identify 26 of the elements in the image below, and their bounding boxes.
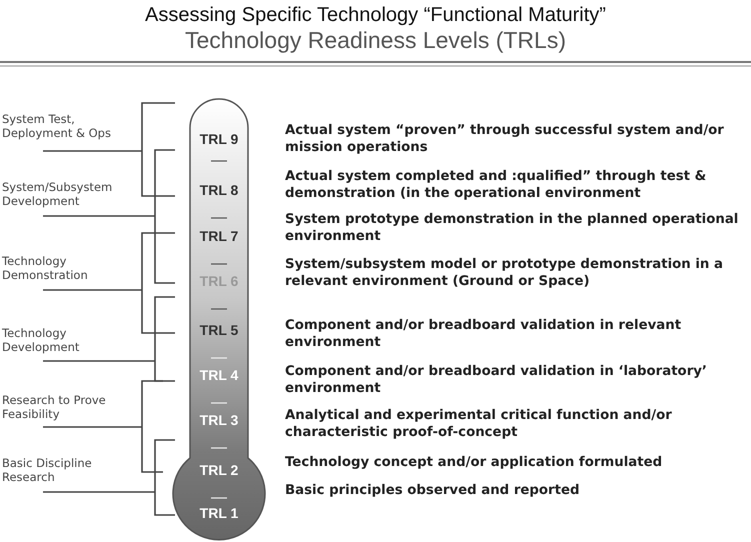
level-label: TRL 2: [198, 462, 240, 478]
level-label: TRL 3: [198, 412, 240, 428]
level-description: Basic principles observed and reported: [285, 482, 581, 499]
level-description: Actual system “proven” through successful system and/or mission operations: [285, 122, 725, 156]
title: Assessing Specific Technology “Functional Maturity”: [144, 4, 607, 27]
thermometer: [171, 98, 267, 542]
level-label: TRL 4: [198, 367, 240, 383]
level-description: System prototype demonstration in the planned operational environment: [285, 211, 740, 245]
level-label: TRL 9: [198, 131, 240, 147]
phase-label: Basic Discipline Research: [2, 456, 93, 484]
level-label: TRL 1: [198, 505, 240, 521]
level-description: Component and/or breadboard validation in ‘laboratory’ environment: [285, 363, 708, 397]
phase-label: Technology Development: [2, 326, 80, 354]
level-description: Actual system completed and :qualified” through test & demonstration (in the operational environment: [285, 168, 708, 202]
level-description: Component and/or breadboard validation in relevant environment: [285, 317, 682, 351]
level-label: TRL 5: [198, 322, 240, 338]
subtitle: Technology Readiness Levels (TRLs): [184, 27, 567, 54]
level-label: TRL 8: [198, 182, 240, 198]
phase-label: Research to Prove Feasibility: [2, 393, 107, 421]
level-description: System/subsystem model or prototype demonstration in a relevant environment (Ground or Space): [285, 256, 724, 290]
level-description: Analytical and experimental critical function and/or characteristic proof-of-concept: [285, 407, 673, 441]
phase-label: Technology Demonstration: [2, 254, 89, 282]
level-label: TRL 7: [198, 228, 240, 244]
level-description: Technology concept and/or application formulated: [285, 454, 664, 471]
phase-label: System/Subsystem Development: [2, 180, 114, 208]
phase-label: System Test, Deployment & Ops: [2, 112, 112, 140]
